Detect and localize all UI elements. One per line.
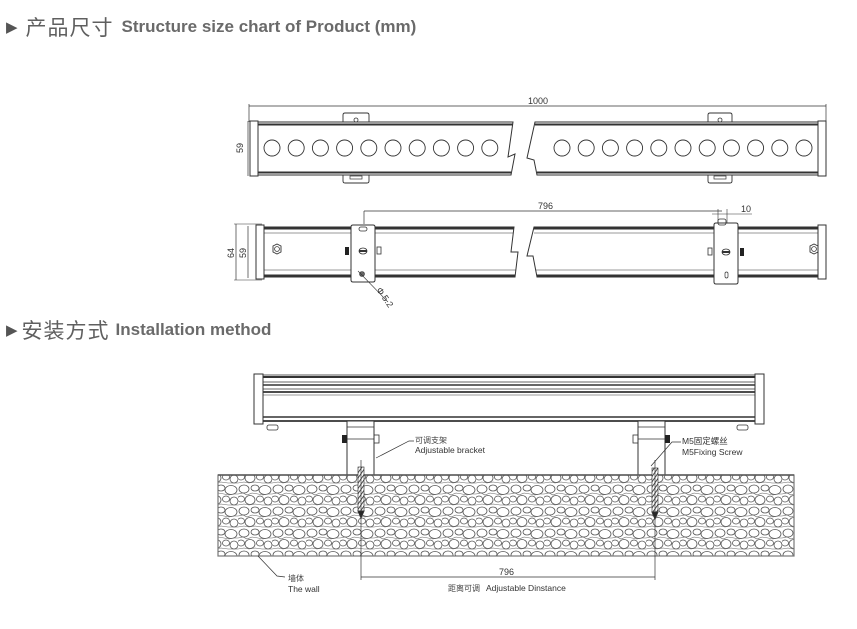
led-lens-icon: [457, 139, 475, 157]
distance-label-en: Adjustable Dinstance: [486, 583, 566, 593]
installation-view: 796 距离可调 Adjustable Dinstance 可调支架 Adjus…: [217, 373, 795, 594]
installation-title-zh: 安装方式: [21, 319, 110, 343]
led-lens-icon: [601, 139, 619, 157]
installation-title-en: Installation method: [115, 320, 272, 339]
side-view: 796 10 64 59 Φ 5.2: [226, 201, 827, 309]
led-lens-icon: [360, 139, 378, 157]
led-lens-icon: [722, 139, 740, 157]
bracket-label-en: Adjustable bracket: [415, 445, 486, 455]
led-lens-icon: [650, 139, 668, 157]
wall-label-zh: 墙体: [288, 573, 304, 583]
led-lens-icon: [336, 139, 354, 157]
distance-label-zh: 距离可调: [448, 583, 480, 593]
led-lens-icon: [674, 139, 692, 157]
triangle-bullet-icon: ▶: [6, 19, 18, 36]
length-dimension-text: 1000: [528, 96, 548, 106]
structure-title-zh: 产品尺寸: [25, 16, 114, 40]
led-lens-icon: [311, 139, 329, 157]
led-lens-icon: [481, 139, 499, 157]
led-lens-icon: [795, 139, 813, 157]
wall-label-en: The wall: [288, 584, 320, 594]
body-height-dimension-text: 59: [238, 248, 248, 258]
led-lens-icon: [432, 139, 450, 157]
total-height-dimension-text: 64: [226, 248, 236, 258]
led-lens-icon: [408, 139, 426, 157]
structure-section-title: ▶ 产品尺寸 Structure size chart of Product (…: [6, 12, 416, 42]
led-lens-icon: [698, 139, 716, 157]
led-lens-icon: [747, 139, 765, 157]
screw-label-en: M5Fixing Screw: [682, 447, 743, 457]
led-row-right: [553, 139, 813, 157]
wall-texture: [217, 474, 795, 557]
led-lens-icon: [577, 139, 595, 157]
bracket-label-zh: 可调支架: [415, 435, 447, 445]
led-lens-icon: [553, 139, 571, 157]
slot-width-dimension-text: 10: [741, 204, 751, 214]
triangle-bullet-icon: ▶: [6, 322, 18, 339]
led-lens-icon: [287, 139, 305, 157]
led-row-left: [263, 139, 499, 157]
led-lens-icon: [263, 139, 281, 157]
installation-section-title: ▶ 安装方式 Installation method: [6, 315, 271, 345]
led-lens-icon: [771, 139, 789, 157]
led-lens-icon: [384, 139, 402, 157]
screw-label-zh: M5固定螺丝: [682, 436, 728, 446]
front-view: 1000 59: [235, 96, 827, 184]
height-dimension-text: 59: [235, 143, 245, 153]
led-lens-icon: [626, 139, 644, 157]
distance-dimension-text: 796: [499, 567, 514, 577]
bracket-distance-dimension-text: 796: [538, 201, 553, 211]
hole-diameter-dimension-text: Φ 5.2: [374, 285, 395, 309]
structure-title-en: Structure size chart of Product (mm): [121, 17, 417, 36]
